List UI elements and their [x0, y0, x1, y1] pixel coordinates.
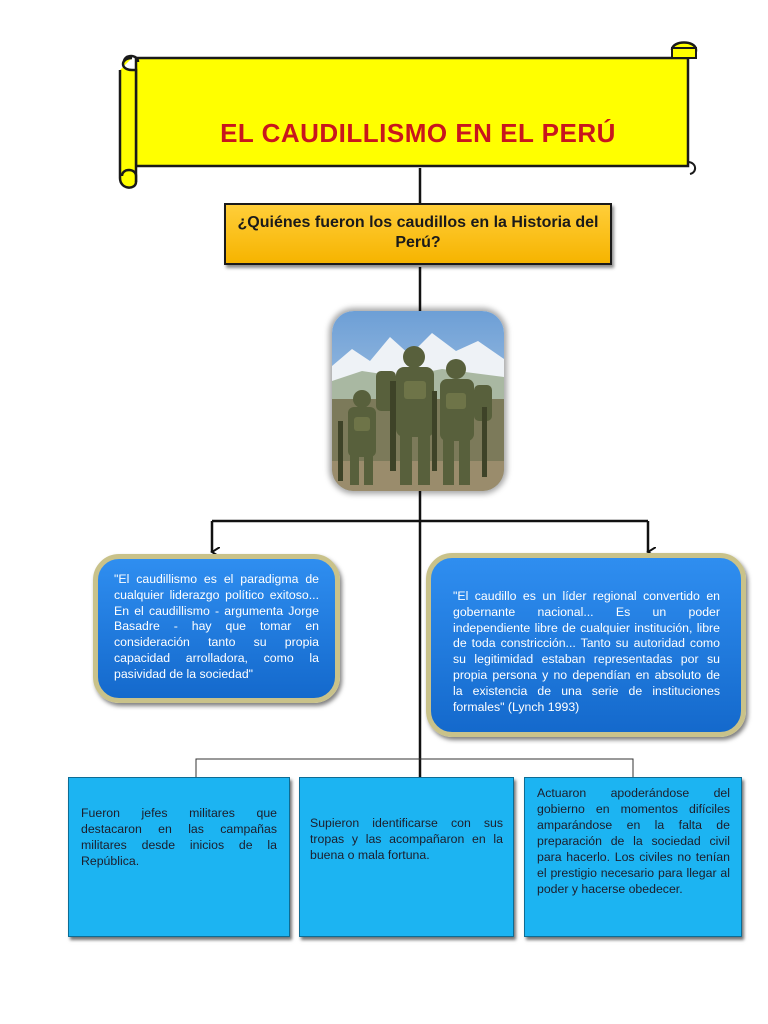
info-box-military-leaders: Fueron jefes militares que destacaron en… — [68, 777, 290, 937]
quote-text-basadre: "El caudillismo es el paradigma de cualq… — [114, 572, 319, 681]
quote-box-basadre: "El caudillismo es el paradigma de cualq… — [93, 554, 340, 703]
line-boxes-branch — [195, 758, 634, 777]
title-scroll-banner — [118, 41, 698, 189]
info-text-government: Actuaron apoderándose del gobierno en mo… — [537, 786, 730, 896]
quote-text-lynch: "El caudillo es un líder regional conver… — [453, 589, 720, 714]
soldiers-photo — [332, 311, 504, 491]
page-title: EL CAUDILLISMO EN EL PERÚ — [220, 118, 616, 148]
info-box-troops: Supieron identificarse con sus tropas y … — [299, 777, 514, 937]
question-box: ¿Quiénes fueron los caudillos en la Hist… — [224, 203, 612, 265]
info-text-military-leaders: Fueron jefes militares que destacaron en… — [81, 806, 277, 868]
quote-box-lynch: "El caudillo es un líder regional conver… — [426, 553, 746, 737]
info-box-government: Actuaron apoderándose del gobierno en mo… — [524, 777, 742, 937]
info-text-troops: Supieron identificarse con sus tropas y … — [310, 816, 503, 862]
